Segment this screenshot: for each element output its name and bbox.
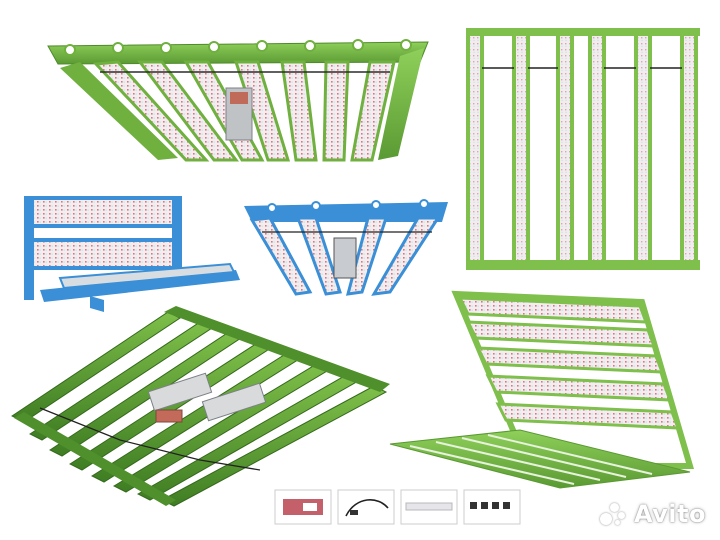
avito-watermark: Avito xyxy=(598,500,706,528)
blue-folding-2-bar-light xyxy=(24,196,240,312)
accessory-hanging-clips xyxy=(463,489,521,525)
accessory-controller-box xyxy=(274,489,332,525)
blue-4-bar-hanging-light xyxy=(244,199,448,296)
green-8-bar-flat-light xyxy=(11,306,390,507)
green-tall-6-bar-light xyxy=(466,28,700,270)
green-8-bar-hanging-light xyxy=(47,39,429,162)
green-folding-stand-light xyxy=(389,290,695,489)
accessory-power-cables xyxy=(337,489,395,525)
accessory-led-tube xyxy=(400,489,458,525)
avito-logo-icon xyxy=(598,501,628,527)
watermark-text: Avito xyxy=(633,500,706,528)
